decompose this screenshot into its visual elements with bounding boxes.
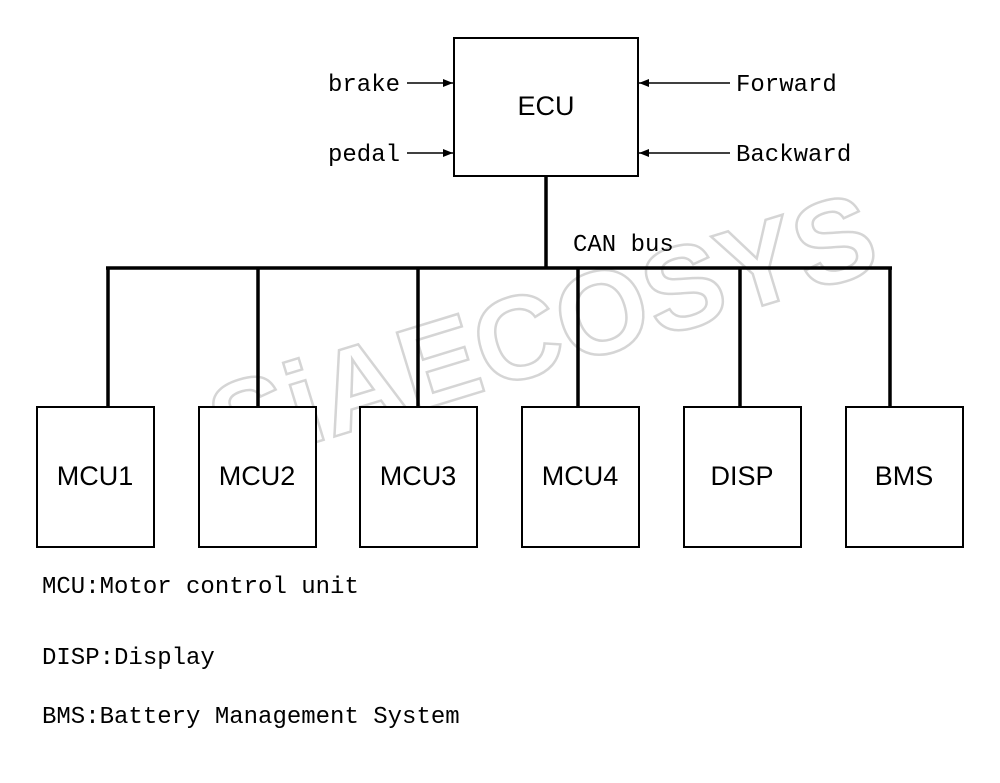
node-label-disp: DISP [710,461,773,491]
legend-mcu: MCU:Motor control unit [42,574,359,601]
input-label-forward: Forward [736,72,837,99]
node-label-mcu4: MCU4 [542,461,619,491]
input-label-brake: brake [328,72,400,99]
input-label-pedal: pedal [328,142,400,169]
node-label-mcu2: MCU2 [219,461,296,491]
node-box-mcu3 [359,406,478,548]
node-box-bms [845,406,964,548]
node-box-mcu4 [521,406,640,548]
node-box-mcu2 [198,406,317,548]
node-label-mcu1: MCU1 [57,461,134,491]
input-label-backward: Backward [736,142,851,169]
node-box-mcu1 [36,406,155,548]
node-box-disp [683,406,802,548]
ecu-box [453,37,639,177]
node-label-mcu3: MCU3 [380,461,457,491]
legend-bms: BMS:Battery Management System [42,704,460,731]
ecu-label: ECU [517,91,574,121]
legend-disp: DISP:Display [42,645,215,672]
can-bus-label: CAN bus [573,232,674,259]
node-label-bms: BMS [875,461,934,491]
